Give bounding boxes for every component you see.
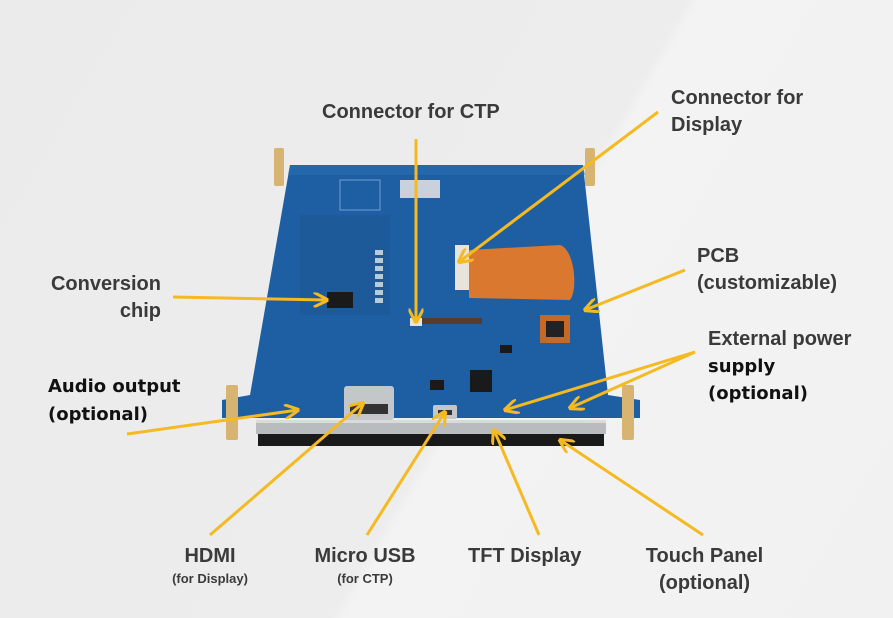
- arrow-micro-usb: [365, 412, 445, 536]
- label-external-power: External power supply (optional): [708, 326, 851, 407]
- standoffs: [226, 148, 634, 440]
- arrow-external-power-2: [570, 350, 696, 408]
- arrow-external-power-1: [505, 350, 696, 410]
- label-pcb: PCB (customizable): [697, 243, 837, 297]
- label-audio-output-line1: Audio output: [48, 376, 181, 397]
- label-touch-panel: Touch Panel (optional): [632, 543, 777, 597]
- arrow-pcb: [585, 268, 686, 310]
- label-tft-display: TFT Display: [468, 543, 581, 570]
- touch-panel-edge: [258, 432, 604, 446]
- label-external-power-line3: (optional): [708, 383, 808, 404]
- label-connector-ctp-line1: Connector for CTP: [322, 101, 500, 123]
- label-hdmi-line2: (for Display): [172, 571, 248, 586]
- arrow-conversion-chip: [172, 297, 327, 300]
- label-micro-usb-line1: Micro USB: [314, 545, 416, 567]
- label-micro-usb-line2: (for CTP): [337, 571, 393, 586]
- label-conversion-chip-line2: chip: [119, 300, 161, 322]
- arrow-touch-panel: [560, 440, 704, 537]
- label-audio-output-line2: (optional): [48, 404, 148, 425]
- label-external-power-line1: External power: [708, 328, 852, 350]
- label-pcb-line1: PCB: [697, 245, 740, 267]
- label-hdmi: HDMI (for Display): [150, 543, 270, 587]
- label-touch-panel-line2: (optional): [658, 572, 751, 594]
- label-connector-display-line2: Display: [671, 114, 743, 136]
- label-connector-ctp: Connector for CTP: [322, 99, 500, 126]
- label-conversion-chip-line1: Conversion: [50, 273, 161, 295]
- tft-display-edge: [256, 420, 606, 434]
- arrow-tft-display: [494, 430, 541, 536]
- label-micro-usb: Micro USB (for CTP): [300, 543, 430, 587]
- flex-cable: [469, 245, 575, 300]
- label-tft-display-line1: TFT Display: [468, 545, 582, 567]
- label-connector-display-line1: Connector for: [671, 87, 804, 109]
- label-connector-display: Connector for Display: [671, 85, 803, 139]
- label-audio-output: Audio output (optional): [48, 373, 181, 429]
- label-external-power-line2: supply: [708, 356, 776, 377]
- label-pcb-line2: (customizable): [697, 272, 838, 294]
- arrow-connector-display: [459, 110, 659, 262]
- arrow-audio-output: [126, 410, 298, 436]
- label-conversion-chip: Conversion chip: [36, 271, 161, 325]
- arrow-hdmi: [209, 403, 363, 537]
- label-hdmi-line1: HDMI: [184, 545, 236, 567]
- label-touch-panel-line1: Touch Panel: [645, 545, 764, 567]
- conversion-chip: [327, 292, 353, 308]
